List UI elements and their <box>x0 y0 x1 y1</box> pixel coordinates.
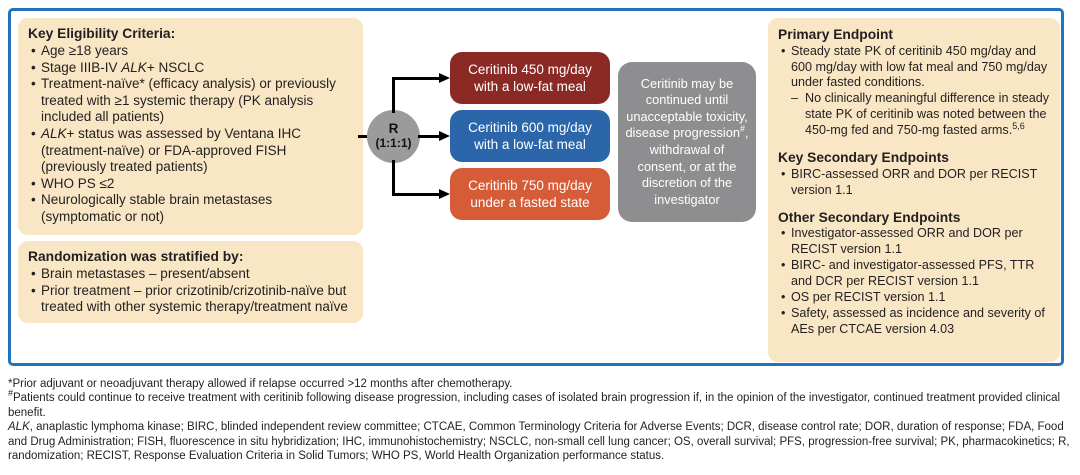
arrow-line-top <box>392 77 440 80</box>
eligibility-panel: Key Eligibility Criteria: Age ≥18 years … <box>18 18 363 235</box>
arm-750-label-line2: under a fasted state <box>470 195 590 210</box>
arrowhead-middle <box>439 130 450 141</box>
arm-450-box: Ceritinib 450 mg/day with a low-fat meal <box>450 52 610 104</box>
randomization-letter: R <box>388 121 399 137</box>
primary-endpoint-section: Primary Endpoint Steady state PK of ceri… <box>778 26 1050 139</box>
randomization-ratio: (1:1:1) <box>375 136 412 151</box>
arm-750-box: Ceritinib 750 mg/day under a fasted stat… <box>450 168 610 220</box>
eligibility-list: Age ≥18 years Stage IIIB-IV ALK+ NSCLC T… <box>28 43 353 226</box>
reference-superscript: 5,6 <box>1012 121 1025 132</box>
continuation-text: Ceritinib may be continued until unaccep… <box>625 75 749 207</box>
continuation-box: Ceritinib may be continued until unaccep… <box>618 62 756 222</box>
other-endpoint-item-pfs-ttr-dcr: BIRC- and investigator-assessed PFS, TTR… <box>778 258 1050 290</box>
arrow-line-middle <box>418 135 440 138</box>
other-secondary-endpoints-title: Other Secondary Endpoints <box>778 209 961 225</box>
other-secondary-endpoints-section: Other Secondary Endpoints Investigator-a… <box>778 209 1050 338</box>
eligibility-item-alk-status: ALK+ status was assessed by Ventana IHC … <box>28 126 353 176</box>
footnote-hash: #Patients could continue to receive trea… <box>8 388 1061 419</box>
arm-600-label-line2: with a low-fat meal <box>474 137 586 152</box>
arm-600-label-line1: Ceritinib 600 mg/day <box>468 120 592 135</box>
stratification-title: Randomization was stratified by: <box>28 249 244 264</box>
arrowhead-bottom <box>439 188 450 199</box>
primary-endpoint-subitem: No clinically meaningful difference in s… <box>791 91 1050 139</box>
arrowhead-top <box>439 72 450 83</box>
key-secondary-endpoints-section: Key Secondary Endpoints BIRC-assessed OR… <box>778 149 1050 198</box>
abbreviations: ALK, anaplastic lymphoma kinase; BIRC, b… <box>8 421 1070 462</box>
eligibility-item-brain-metastases: Neurologically stable brain metastases (… <box>28 192 353 225</box>
endpoints-panel: Primary Endpoint Steady state PK of ceri… <box>768 18 1060 362</box>
arm-750-label-line1: Ceritinib 750 mg/day <box>468 178 592 193</box>
arm-600-box: Ceritinib 600 mg/day with a low-fat meal <box>450 110 610 162</box>
randomization-circle: R (1:1:1) <box>367 110 420 163</box>
arrow-line-bottom <box>392 193 440 196</box>
eligibility-item-age: Age ≥18 years <box>28 43 353 60</box>
footnotes: *Prior adjuvant or neoadjuvant therapy a… <box>8 377 1074 463</box>
eligibility-item-treatment-naive: Treatment-naïve* (efficacy analysis) or … <box>28 76 353 126</box>
primary-endpoint-item: Steady state PK of ceritinib 450 mg/day … <box>778 44 1050 92</box>
arm-450-label-line2: with a low-fat meal <box>474 79 586 94</box>
arm-450-label-line1: Ceritinib 450 mg/day <box>468 62 592 77</box>
stratification-list: Brain metastases – present/absent Prior … <box>28 266 353 316</box>
eligibility-item-who-ps: WHO PS ≤2 <box>28 176 353 193</box>
stratification-item-brain-metastases: Brain metastases – present/absent <box>28 266 353 283</box>
footnote-asterisk: *Prior adjuvant or neoadjuvant therapy a… <box>8 378 513 390</box>
connector-eligibility-to-r <box>358 135 369 138</box>
branch-line-down <box>392 160 395 195</box>
other-endpoint-item-os: OS per RECIST version 1.1 <box>778 290 1050 306</box>
key-secondary-endpoint-item: BIRC-assessed ORR and DOR per RECIST ver… <box>778 167 1050 199</box>
key-secondary-endpoints-title: Key Secondary Endpoints <box>778 150 949 166</box>
other-endpoint-item-orr-dor: Investigator-assessed ORR and DOR per RE… <box>778 226 1050 258</box>
stratification-item-prior-treatment: Prior treatment – prior crizotinib/crizo… <box>28 283 353 316</box>
primary-endpoint-title: Primary Endpoint <box>778 27 893 42</box>
eligibility-item-stage: Stage IIIB-IV ALK+ NSCLC <box>28 60 353 77</box>
branch-line-up <box>392 77 395 113</box>
footnote-hash-marker: # <box>739 124 745 135</box>
eligibility-title: Key Eligibility Criteria: <box>28 26 176 41</box>
other-endpoint-item-safety: Safety, assessed as incidence and severi… <box>778 306 1050 338</box>
stratification-panel: Randomization was stratified by: Brain m… <box>18 241 363 323</box>
